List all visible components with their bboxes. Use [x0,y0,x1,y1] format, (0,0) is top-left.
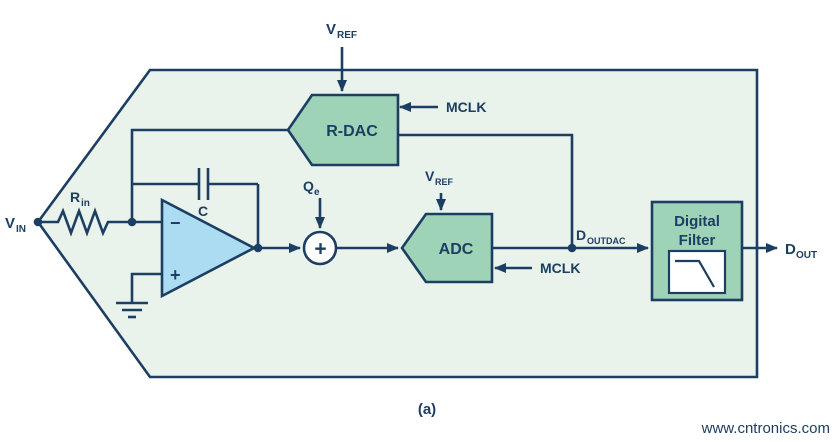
svg-text:e: e [314,187,320,198]
svg-text:REF: REF [337,30,357,41]
rin-resistor [38,207,162,237]
junction-dot-doutdac [567,243,577,253]
svg-text:Q: Q [303,178,314,194]
svg-text:OUTDAC: OUTDAC [587,236,626,246]
svg-text:V: V [425,168,435,184]
qe-label: Q e [303,178,320,198]
mclk-dac-label: MCLK [446,99,486,115]
junction-dot-opamp-input [127,217,137,227]
system-outline [36,68,759,379]
junction-dot-opamp-output [253,243,263,253]
capacitor-label: C [198,203,208,219]
wire-node-to-rdac [130,128,288,222]
rdac-label: R-DAC [326,123,378,140]
digital-filter-label-2: Filter [679,232,716,249]
filter-response-icon [667,249,727,295]
rin-label: R in [70,189,90,209]
vref-dac-label: V REF [326,21,357,41]
mclk-adc-label: MCLK [540,260,580,276]
svg-text:IN: IN [16,224,26,235]
svg-text:in: in [81,198,90,209]
svg-text:REF: REF [435,177,454,187]
svg-text:OUT: OUT [796,250,817,261]
svg-text:R: R [70,189,80,205]
vref-adc-label: V REF [425,168,454,187]
adc-block: ADC [400,212,494,284]
doutdac-label: D OUTDAC [576,227,626,246]
svg-text:D: D [576,227,586,243]
watermark: www.cntronics.com [701,420,830,437]
digital-filter-label-1: Digital [674,213,720,230]
dout-label: D OUT [785,241,817,261]
adc-label: ADC [439,241,474,258]
summing-junction: + [302,230,338,266]
opamp-minus-label: − [170,213,181,233]
digital-filter-block: Digital Filter [650,200,744,302]
figure-caption: (a) [418,401,436,418]
wire-feedback-to-rdac [398,133,574,248]
svg-text:V: V [326,21,336,38]
opamp: − + [160,197,257,299]
capacitor [132,168,260,248]
opamp-plus-label: + [170,265,181,285]
svg-text:D: D [785,241,796,258]
svg-text:V: V [5,215,15,232]
vin-label: V IN [5,215,26,235]
summer-plus-label: + [314,238,326,261]
rdac-block: R-DAC [286,93,400,167]
ground-icon [116,272,162,319]
junction-dot-vin [33,217,43,227]
